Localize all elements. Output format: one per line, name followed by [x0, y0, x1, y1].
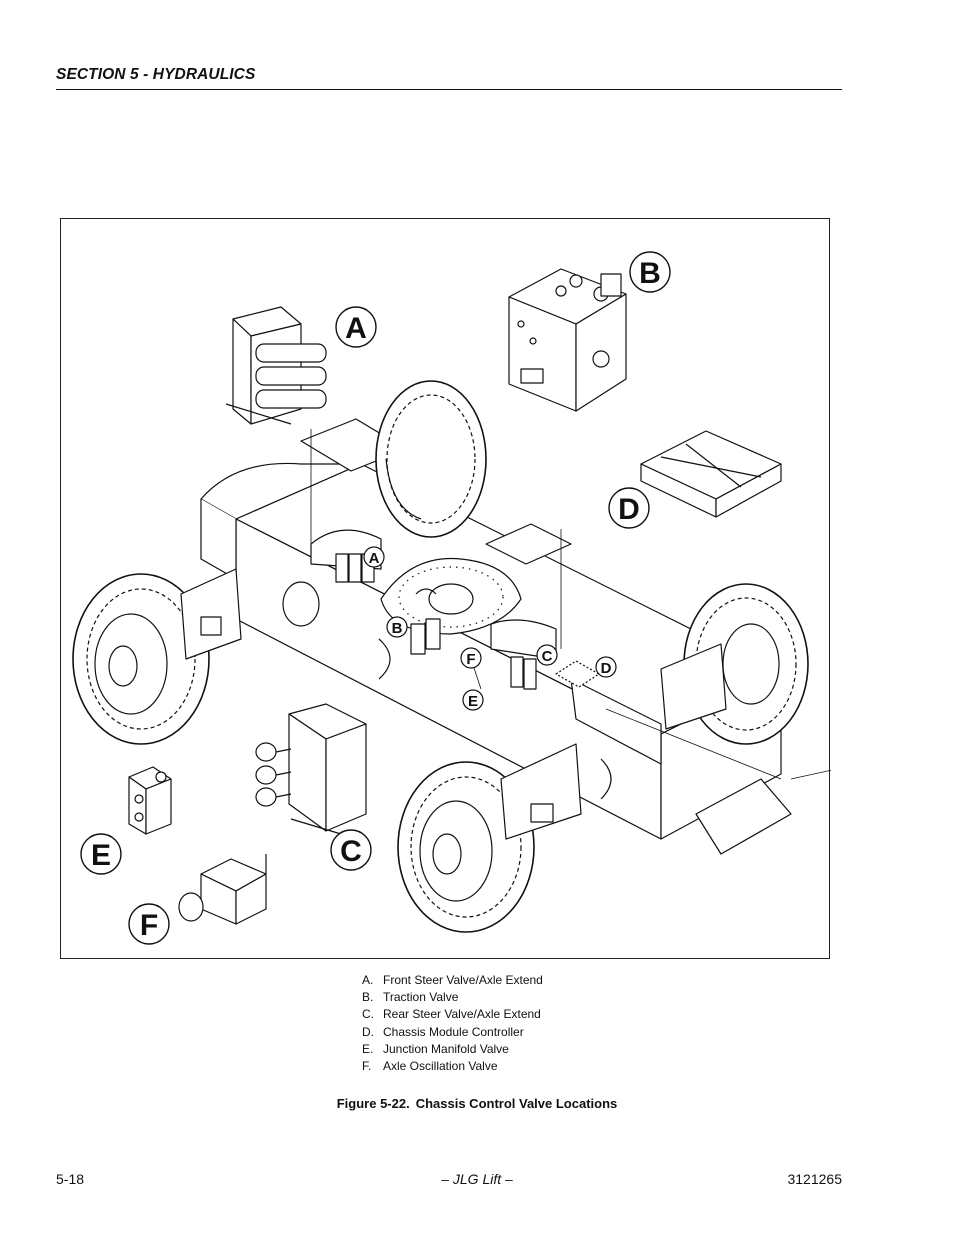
legend-item: D.Chassis Module Controller [362, 1024, 524, 1039]
callout-c-small: C [536, 644, 558, 666]
chassis-illustration: A B C D E F A B [72, 251, 831, 945]
svg-text:E: E [91, 839, 111, 872]
callout-f-large: F [128, 903, 170, 945]
chassis-valve-b [410, 618, 441, 655]
wheel-front-left [375, 380, 487, 538]
valve-assembly-a [225, 306, 327, 425]
cover-plate-bottom-right [695, 778, 792, 855]
svg-text:F: F [140, 909, 158, 942]
figure-frame: A B C D E F A B [60, 218, 831, 959]
callout-a-small: A [363, 546, 385, 568]
legend-item: E.Junction Manifold Valve [362, 1041, 509, 1056]
svg-text:A: A [369, 550, 380, 567]
svg-text:C: C [340, 835, 362, 868]
manifold-valve-e [128, 766, 172, 835]
svg-text:F: F [466, 651, 475, 668]
axle-front-right [660, 643, 727, 730]
module-controller-d [640, 430, 782, 518]
axle-rear-left [180, 568, 242, 660]
svg-text:C: C [542, 648, 553, 665]
footer-doc-number: 3121265 [787, 1171, 842, 1187]
cover-plate-top-right [485, 523, 572, 565]
figure-title: Chassis Control Valve Locations [415, 1096, 618, 1111]
axle-rear-right [500, 743, 582, 840]
callout-a-large: A [335, 306, 377, 348]
svg-text:B: B [392, 620, 403, 637]
callout-f-small: F [460, 647, 482, 669]
oscillation-valve-f [178, 854, 267, 925]
svg-text:D: D [618, 493, 640, 526]
callout-c-large: C [330, 829, 372, 871]
legend-item: C.Rear Steer Valve/Axle Extend [362, 1007, 541, 1022]
figure-legend: A.Front Steer Valve/Axle Extend B.Tracti… [362, 972, 543, 1075]
svg-text:A: A [345, 312, 367, 345]
callout-e-small: E [462, 689, 484, 711]
figure-caption: Figure 5-22. Chassis Control Valve Locati… [0, 1096, 954, 1111]
callout-e-large: E [80, 833, 122, 875]
svg-text:B: B [639, 257, 661, 290]
legend-item: A.Front Steer Valve/Axle Extend [362, 973, 543, 987]
chassis-module-controller [555, 660, 600, 688]
legend-item: F.Axle Oscillation Valve [362, 1059, 498, 1074]
svg-text:D: D [601, 660, 612, 677]
svg-text:E: E [468, 693, 478, 710]
footer-page-number: 5-18 [56, 1171, 85, 1187]
wheel-rear-left [72, 573, 210, 745]
footer-publisher: – JLG Lift – [441, 1171, 513, 1187]
valve-assembly-c [255, 703, 367, 838]
leader-lines [310, 429, 831, 780]
callout-d-large: D [608, 487, 650, 529]
wheel-rear-right [397, 761, 535, 933]
valve-block-b [508, 268, 627, 412]
callout-b-large: B [629, 251, 671, 293]
callout-d-small: D [595, 656, 617, 678]
chassis-valve-c [510, 656, 537, 690]
figure-number: Figure 5-22. [336, 1096, 410, 1111]
legend-item: B.Traction Valve [362, 990, 459, 1005]
header-rule [56, 89, 842, 90]
callout-b-small: B [386, 616, 408, 638]
section-header: SECTION 5 - HYDRAULICS [56, 66, 256, 83]
